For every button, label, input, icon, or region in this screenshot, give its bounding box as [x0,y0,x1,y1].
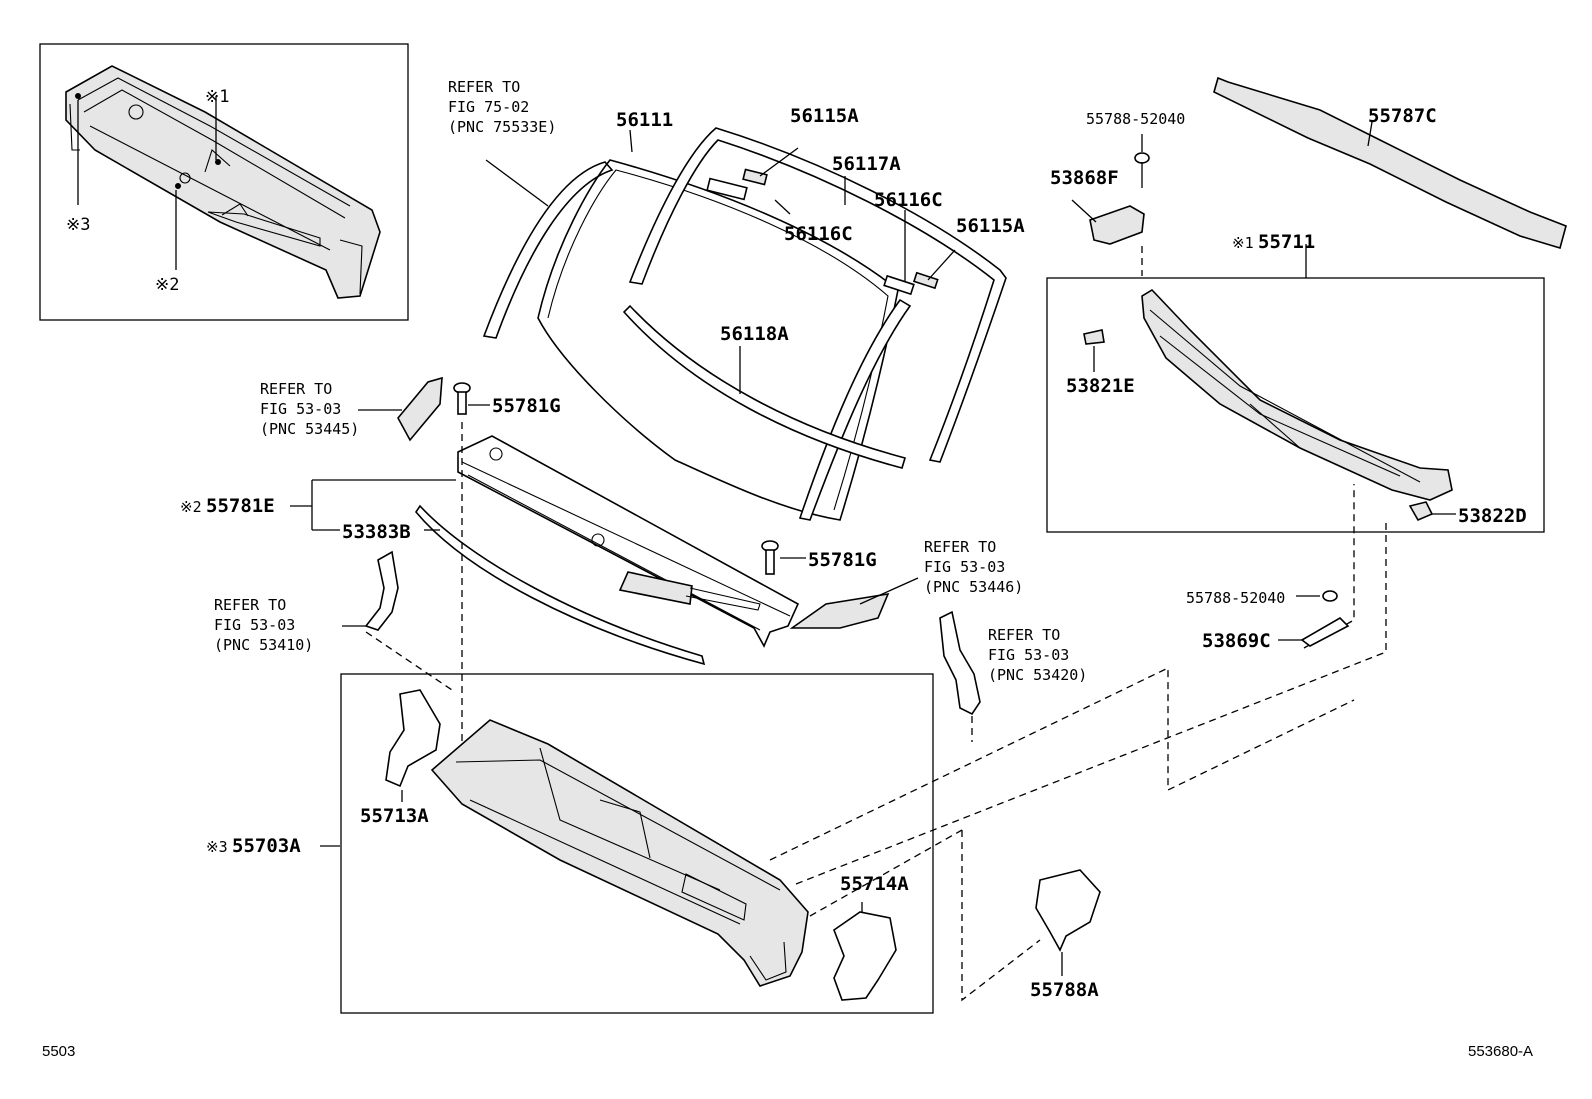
hinge-bracket-53410 [364,550,399,631]
windshield-glass [537,159,899,521]
mark-55781e: ※2 [180,498,202,516]
cowl-part-55788a [1035,869,1101,952]
label-55788-52040-top: 55788-52040 [1086,110,1185,128]
clip-55781g-top [453,382,471,415]
cowl-side-55713a [385,689,441,788]
footer-left-code: 5503 [42,1043,75,1060]
svg-text:FIG 75-02: FIG 75-02 [448,98,529,116]
label-55703a: 55703A [232,835,301,857]
label-56111: 56111 [616,109,673,131]
cowl-vent-grille [618,571,693,605]
label-53868f: 53868F [1050,167,1119,189]
ref-fig-53-03-53410: REFER TO FIG 53-03 (PNC 53410) [214,596,313,654]
inset-cowl-assembly [65,65,381,299]
inset-frame [39,43,409,321]
label-56115a-top: 56115A [790,105,859,127]
upper-assembly-frame [1046,277,1545,533]
svg-text:(PNC 53420): (PNC 53420) [988,666,1087,684]
label-55781g-top: 55781G [492,395,561,417]
ref-fig-53-03-53446: REFER TO FIG 53-03 (PNC 53446) [924,538,1023,596]
label-55781e: 55781E [206,495,275,517]
svg-text:(PNC 53446): (PNC 53446) [924,578,1023,596]
cowl-seal-53383b [415,504,706,666]
cowl-panel-55703a [430,719,809,987]
label-55711: 55711 [1258,231,1315,253]
svg-text:FIG 53-03: FIG 53-03 [260,400,341,418]
label-55787c: 55787C [1368,105,1437,127]
svg-text:REFER TO: REFER TO [924,538,996,556]
cowl-bracket-53868f [1089,205,1145,245]
label-56117a: 56117A [832,153,901,175]
clip-55788-top [1134,152,1150,164]
clip-55788-mid [1322,590,1338,602]
windshield-side-moulding [482,161,614,339]
svg-text:(PNC 75533E): (PNC 75533E) [448,118,556,136]
footer-right-code: 553680-A [1468,1043,1533,1060]
svg-text:FIG 53-03: FIG 53-03 [924,558,1005,576]
label-53383b: 53383B [342,521,411,543]
inset-mark-1: ※1 [205,87,229,107]
label-53821e: 53821E [1066,375,1135,397]
svg-text:REFER TO: REFER TO [214,596,286,614]
windshield-moulding-outer [628,127,1007,463]
label-53822d: 53822D [1458,505,1527,527]
label-55788a: 55788A [1030,979,1099,1001]
svg-text:FIG 53-03: FIG 53-03 [988,646,1069,664]
svg-text:REFER TO: REFER TO [988,626,1060,644]
cowl-bracket-53822d [1408,501,1434,522]
ref-fig-53-03-53420: REFER TO FIG 53-03 (PNC 53420) [988,626,1087,684]
cowl-seal-55787c [1213,76,1567,250]
windshield-moulding-side [798,298,912,521]
spacer-56115a-top [742,168,768,186]
label-56115a-right: 56115A [956,215,1025,237]
mark-55711: ※1 [1232,234,1254,252]
label-55781g-mid: 55781G [808,549,877,571]
inset-mark-3: ※3 [66,215,90,235]
windshield-dam [622,304,907,469]
svg-text:REFER TO: REFER TO [260,380,332,398]
cowl-side-cover-right [789,592,890,629]
svg-text:FIG 53-03: FIG 53-03 [214,616,295,634]
cowl-side-55714a [833,911,897,1001]
spacer-56115a-right [912,271,939,290]
label-55788-52040-mid: 55788-52040 [1186,589,1285,607]
lower-assembly-frame [340,673,934,1014]
cowl-bracket-53821e [1083,329,1105,345]
svg-text:(PNC 53410): (PNC 53410) [214,636,313,654]
cowl-louver-55711 [1141,288,1453,501]
spacer-56116c-right [883,274,915,296]
ref-fig-53-03-53445: REFER TO FIG 53-03 (PNC 53445) [260,380,359,438]
label-55713a: 55713A [360,805,429,827]
hinge-bracket-53420 [939,610,981,716]
mark-55703a: ※3 [206,838,228,856]
ref-fig-75-02: REFER TO FIG 75-02 (PNC 75533E) [448,78,556,136]
cowl-bracket-53869c [1300,616,1350,647]
label-56116c-left: 56116C [784,223,853,245]
label-56116c-top: 56116C [874,189,943,211]
cowl-side-cover-left [397,376,443,442]
clip-55781g-mid [761,540,779,575]
cowl-top-panel [457,435,800,648]
svg-text:REFER TO: REFER TO [448,78,520,96]
inset-mark-2: ※2 [155,275,179,295]
label-55714a: 55714A [840,873,909,895]
spacer-56116c-top [706,177,748,201]
label-56118a: 56118A [720,323,789,345]
svg-text:(PNC 53445): (PNC 53445) [260,420,359,438]
label-53869c: 53869C [1202,630,1271,652]
